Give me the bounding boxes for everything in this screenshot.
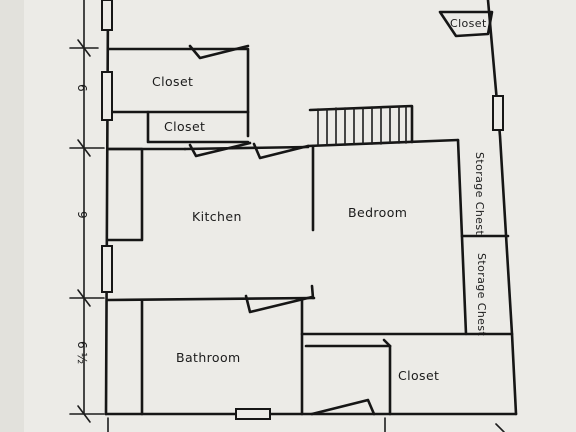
bedroom-walls xyxy=(300,138,514,336)
closet-mid-left-label: Closet xyxy=(164,119,205,134)
windows xyxy=(101,0,504,420)
closet-side-door xyxy=(382,338,392,348)
bathroom-door xyxy=(244,294,314,314)
mid-closet-door xyxy=(188,141,252,158)
paper-shadow-band xyxy=(0,0,24,432)
bottom-closet-door xyxy=(310,398,376,416)
kitchen-door xyxy=(252,142,310,160)
doors xyxy=(188,44,392,416)
bottom-right-closet-walls xyxy=(304,344,392,416)
bottom-mark-3 xyxy=(495,423,505,432)
closet-top-left-label: Closet xyxy=(152,74,193,89)
storage-chest-upper-label: Storage Chest xyxy=(473,152,486,235)
window-left-lower xyxy=(101,245,113,293)
window-left-upper xyxy=(101,71,113,121)
mid-closet-top-wall xyxy=(146,110,250,144)
bedroom-top-wall xyxy=(306,138,460,148)
dimension-label-bottom: 6 ½ xyxy=(75,341,89,364)
room-labels: Closet Closet Closet Kitchen Bedroom Sto… xyxy=(152,17,488,383)
bedroom-door xyxy=(310,284,315,300)
bathroom-label: Bathroom xyxy=(176,350,241,365)
top-closet-door xyxy=(188,44,250,60)
stairs-outline xyxy=(308,104,414,144)
dimension-tick-2 xyxy=(69,139,105,157)
dimension-labels: 6 9 6 ½ xyxy=(75,84,89,364)
window-top-left xyxy=(101,0,113,31)
bottom-edge-marks xyxy=(107,417,505,432)
bedroom-label: Bedroom xyxy=(348,205,407,220)
top-closet-outline xyxy=(106,47,250,138)
kitchen-upper-wall xyxy=(183,145,310,151)
dimension-tick-4 xyxy=(69,405,105,423)
closet-corner-label: Closet xyxy=(450,17,487,30)
corner-closet-outline xyxy=(438,10,494,38)
corner-closet xyxy=(438,10,494,38)
kitchen-label: Kitchen xyxy=(192,209,242,224)
storage-chest-lower-label: Storage Chest xyxy=(475,253,488,336)
dimension-tick-3 xyxy=(69,289,105,307)
dimension-label-middle: 9 xyxy=(75,211,89,219)
left-exterior-wall xyxy=(104,0,110,416)
window-right xyxy=(492,95,504,131)
bathroom-walls xyxy=(140,298,304,416)
closet-bottom-right-label: Closet xyxy=(398,368,439,383)
stairs xyxy=(308,104,414,146)
window-bottom xyxy=(235,408,271,420)
dimension-tick-1 xyxy=(69,39,99,57)
dimension-label-top: 6 xyxy=(75,84,89,92)
kitchen-left-cabinet-wall xyxy=(106,147,144,242)
dimension-line xyxy=(69,0,105,423)
